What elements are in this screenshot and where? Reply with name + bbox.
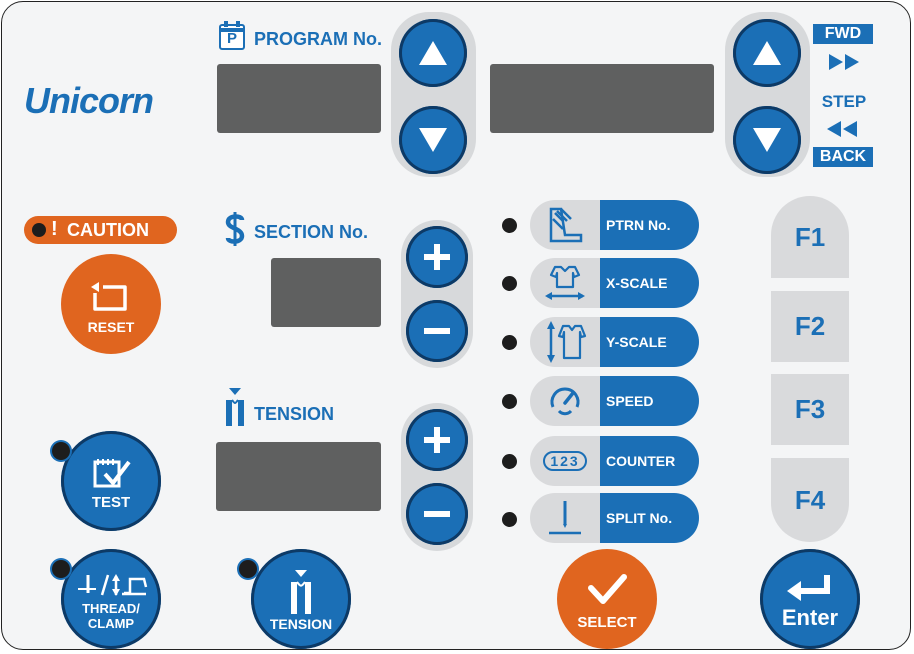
section-minus-button[interactable] bbox=[406, 300, 468, 362]
fwd-label: FWD bbox=[813, 24, 873, 44]
tension-button[interactable]: TENSION bbox=[251, 549, 351, 649]
caution-led bbox=[32, 223, 46, 237]
x-scale-icon bbox=[545, 265, 585, 300]
select-item-y-scale[interactable]: Y-SCALE bbox=[530, 317, 699, 367]
pattern-icon bbox=[549, 207, 583, 243]
test-label: TEST bbox=[91, 493, 131, 511]
thread-clamp-label-1: THREAD/ bbox=[82, 601, 140, 616]
xscale-led bbox=[502, 276, 517, 291]
yscale-led bbox=[502, 335, 517, 350]
tension-button-label: TENSION bbox=[269, 616, 333, 632]
back-label: BACK bbox=[813, 147, 873, 167]
plus-icon bbox=[424, 244, 450, 270]
section-icon bbox=[225, 212, 245, 246]
reset-icon bbox=[89, 281, 127, 311]
enter-button[interactable]: Enter bbox=[760, 549, 860, 649]
test-button[interactable]: TEST bbox=[61, 431, 161, 531]
minus-icon bbox=[424, 511, 450, 517]
speed-led bbox=[502, 394, 517, 409]
tension-plus-button[interactable] bbox=[406, 409, 468, 471]
thread-clamp-label-2: CLAMP bbox=[87, 616, 135, 631]
tension-minus-button[interactable] bbox=[406, 483, 468, 545]
tension-icon bbox=[226, 388, 244, 426]
f1-button[interactable]: F1 bbox=[771, 196, 849, 278]
minus-icon bbox=[424, 328, 450, 334]
program-display bbox=[217, 64, 381, 133]
select-label: SELECT bbox=[577, 613, 637, 631]
caution-label: CAUTION bbox=[67, 220, 149, 240]
select-item-x-scale[interactable]: X-SCALE bbox=[530, 258, 699, 308]
main-display bbox=[490, 64, 714, 133]
program-down-button[interactable] bbox=[399, 106, 467, 174]
reset-button[interactable]: RESET bbox=[61, 254, 161, 354]
f4-button[interactable]: F4 bbox=[771, 458, 849, 542]
speedometer-icon bbox=[550, 387, 580, 416]
checkmark-icon bbox=[588, 573, 627, 604]
plus-icon bbox=[424, 427, 450, 453]
select-button[interactable]: SELECT bbox=[557, 549, 657, 649]
section-label: SECTION No. bbox=[254, 222, 369, 242]
reset-label: RESET bbox=[87, 319, 135, 335]
counter-label: COUNTER bbox=[600, 436, 699, 486]
step-label: STEP bbox=[821, 92, 867, 111]
exclamation-icon: ! bbox=[51, 218, 58, 240]
select-item-speed[interactable]: SPEED bbox=[530, 376, 699, 426]
y-scale-label: Y-SCALE bbox=[600, 317, 699, 367]
thread-clamp-button[interactable]: THREAD/ CLAMP bbox=[61, 549, 161, 649]
caution-indicator: ! CAUTION bbox=[24, 216, 177, 244]
program-label: PROGRAM No. bbox=[254, 29, 382, 49]
step-back-button[interactable] bbox=[733, 106, 801, 174]
arrow-up-icon bbox=[753, 41, 781, 65]
thread-clamp-icon bbox=[78, 574, 148, 596]
section-display bbox=[271, 258, 381, 327]
f3-button[interactable]: F3 bbox=[771, 374, 849, 445]
fast-forward-icon bbox=[829, 54, 859, 70]
split-label: SPLIT No. bbox=[600, 493, 699, 543]
needle-icon bbox=[549, 501, 581, 535]
enter-label: Enter bbox=[781, 605, 839, 630]
tension-icon bbox=[291, 570, 311, 614]
f2-button[interactable]: F2 bbox=[771, 291, 849, 362]
program-icon: P bbox=[219, 21, 245, 50]
test-icon bbox=[93, 458, 131, 487]
x-scale-label: X-SCALE bbox=[600, 258, 699, 308]
select-item-ptrn[interactable]: PTRN No. bbox=[530, 200, 699, 250]
arrow-down-icon bbox=[753, 128, 781, 152]
section-plus-button[interactable] bbox=[406, 226, 468, 288]
tension-label: TENSION bbox=[254, 404, 335, 424]
arrow-up-icon bbox=[419, 41, 447, 65]
step-forward-button[interactable] bbox=[733, 19, 801, 87]
y-scale-icon bbox=[547, 321, 587, 363]
counter-led bbox=[502, 454, 517, 469]
rewind-icon bbox=[827, 121, 857, 137]
ptrn-led bbox=[502, 218, 517, 233]
split-led bbox=[502, 512, 517, 527]
enter-arrow-icon bbox=[787, 575, 830, 601]
unicorn-logo: Unicorn bbox=[24, 80, 154, 121]
ptrn-label: PTRN No. bbox=[600, 200, 699, 250]
arrow-down-icon bbox=[419, 128, 447, 152]
speed-label: SPEED bbox=[600, 376, 699, 426]
thread-clamp-led bbox=[52, 560, 70, 578]
select-item-counter[interactable]: 123 COUNTER bbox=[530, 436, 699, 486]
program-up-button[interactable] bbox=[399, 19, 467, 87]
tension-led bbox=[239, 560, 257, 578]
counter-icon: 123 bbox=[543, 451, 587, 471]
test-led bbox=[52, 442, 70, 460]
select-item-split[interactable]: SPLIT No. bbox=[530, 493, 699, 543]
tension-display bbox=[216, 442, 381, 511]
